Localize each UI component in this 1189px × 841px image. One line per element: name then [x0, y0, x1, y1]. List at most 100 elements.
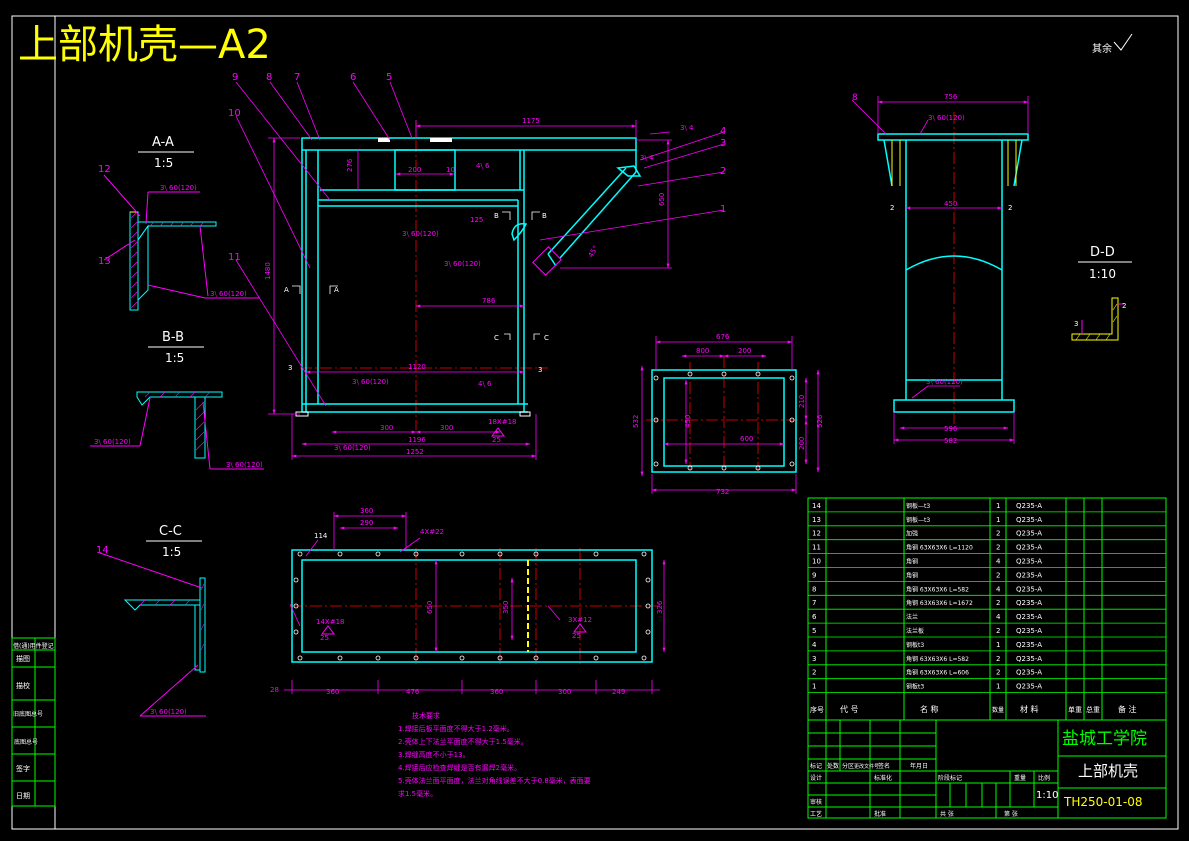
plan-finish-right: 25 — [572, 623, 587, 640]
bom-cell-qty: 4 — [996, 558, 1001, 566]
strip-3: 旧底图总号 — [13, 710, 43, 718]
dim-1480: 1480 — [264, 262, 272, 280]
tb-ratio: 比例 — [1038, 774, 1050, 782]
bom-cell-no: 11 — [812, 544, 821, 552]
tb-scale: 1:10 — [1036, 790, 1058, 801]
bom-cell-material: Q235-A — [1016, 558, 1042, 566]
bom-h-unit: 单重 — [1068, 705, 1082, 714]
mark-a2: A — [334, 286, 339, 294]
dim-1120: 1120 — [408, 363, 426, 371]
side-view: 8 756 450 596 582 2 2 3\ 60(120) 3\ 60(1… — [851, 93, 1029, 445]
flange-dim-732: 732 — [716, 488, 729, 496]
bb-section: 3\ 60(120) 3\ 60(120) — [90, 391, 264, 470]
plan-finish-left: 25 — [320, 625, 335, 642]
aa-weld-top: 3\ 60(120) — [160, 184, 197, 192]
tech-title: 技术要求 — [412, 711, 440, 720]
dd-section: 2 3 — [1071, 297, 1126, 341]
plan-note-left: 14X#18 — [316, 618, 344, 626]
plan-dim-28: 28 — [270, 686, 279, 694]
side-dim-756: 756 — [944, 93, 958, 101]
check-icon — [1113, 33, 1133, 51]
dim-125: 125 — [470, 216, 483, 224]
bom-cell-no: 7 — [812, 599, 816, 607]
bom-cell-qty: 2 — [996, 530, 1000, 538]
tech-item-6: 求1.5毫米。 — [398, 789, 437, 798]
bom-cell-name: 法兰板 — [906, 627, 924, 635]
bom-cell-name: 角钢 — [906, 558, 918, 566]
weld-3: 3\ 60(120) — [352, 378, 389, 386]
tb-design: 设计 — [810, 774, 822, 782]
bom-cell-name: 角钢 — [906, 571, 918, 579]
callout-1: 1 — [720, 204, 726, 215]
bom-cell-name: 钢板—t3 — [906, 516, 930, 524]
side-dim-450: 450 — [944, 200, 957, 208]
mark-c1: C — [494, 334, 499, 342]
bom-cell-no: 4 — [812, 641, 817, 649]
dim-300b: 300 — [440, 424, 453, 432]
bom-cell-qty: 1 — [996, 516, 1000, 524]
strip-4: 底图总号 — [14, 738, 38, 746]
bom-cell-no: 3 — [812, 655, 816, 663]
dd-dim-3: 3 — [1074, 320, 1078, 328]
tb-sign: 签名 — [878, 762, 890, 770]
bom-cell-name: 法兰 — [906, 613, 918, 621]
tb-weight: 重量 — [1014, 774, 1026, 782]
tb-date: 年月日 — [910, 762, 928, 770]
plan-note-top: 4X#22 — [420, 528, 444, 536]
aa-label: A-A — [152, 135, 174, 150]
tech-item-3: 3.焊缝高度不小于13。 — [398, 750, 470, 759]
side-dim-582: 582 — [944, 437, 957, 445]
flange-dim-200: 200 — [738, 347, 751, 355]
tech-item-5: 5.壳体法兰面平面度，法兰对角线误差不大于0.8毫米，表面要 — [398, 776, 591, 785]
plan-dim-650: 650 — [426, 601, 434, 614]
callout-7: 7 — [294, 72, 300, 83]
weld-2: 3\ 60(120) — [444, 260, 481, 268]
cc-scale: 1:5 — [162, 545, 181, 559]
dd-scale: 1:10 — [1089, 267, 1116, 281]
front-dims: 1175 276 200 10 1480 786 1120 300 300 11… — [264, 117, 666, 456]
bom-cell-qty: 4 — [996, 585, 1001, 593]
bb-scale: 1:5 — [165, 351, 184, 365]
flange-dim-532: 532 — [632, 415, 640, 428]
bom-cell-name: 角钢 63X63X6 L=582 — [906, 585, 969, 593]
bom-cell-name: 加强 — [906, 530, 918, 538]
bom-cell-material: Q235-A — [1016, 683, 1042, 691]
bom-cell-no: 10 — [812, 558, 821, 566]
bom-cell-no: 6 — [812, 613, 817, 621]
weld-5: 3\ 4 — [680, 124, 694, 132]
side-dim-596: 596 — [944, 425, 958, 433]
flange-view: 676 800 200 600 532 450 526 210 200 732 — [632, 333, 824, 496]
bom-cell-material: Q235-A — [1016, 530, 1042, 538]
section-label-dd: D-D 1:10 — [1078, 245, 1132, 281]
finish-symbol-text: 其余 — [1092, 42, 1112, 55]
front-hole-note: 18X#18 — [488, 418, 516, 426]
dim-786: 786 — [482, 297, 496, 305]
bom-cell-material: Q235-A — [1016, 585, 1042, 593]
section-label-aa: A-A 1:5 — [138, 135, 194, 170]
bom-cell-qty: 1 — [996, 502, 1000, 510]
mark-b2: B — [542, 212, 547, 220]
bom-cell-material: Q235-A — [1016, 627, 1042, 635]
tb-sheet-of: 第 张 — [1004, 810, 1018, 818]
plan-dim-b360b: 360 — [490, 688, 503, 696]
cc-weld: 3\ 60(120) — [150, 708, 187, 716]
front-finish: 25 — [491, 427, 505, 444]
callout-2: 2 — [720, 166, 726, 177]
finish-symbol: 其余 — [1092, 33, 1133, 55]
bom-cell-name: 角钢 63X63X6 L=1672 — [906, 599, 973, 607]
bom-cell-qty: 2 — [996, 627, 1000, 635]
bom-cell-name: 钢板t3 — [906, 641, 924, 649]
bom-cell-no: 9 — [812, 571, 816, 579]
cc-section: 14 3\ 60(120) — [96, 545, 206, 717]
plan-dim-b360a: 360 — [326, 688, 339, 696]
dim-650: 650 — [658, 193, 666, 206]
bom-h-name: 名 称 — [920, 704, 939, 714]
dim-3b: 3 — [538, 366, 542, 374]
bom-cell-qty: 2 — [996, 669, 1000, 677]
tb-zone: 分区 — [842, 762, 854, 770]
mark-b1: B — [494, 212, 499, 220]
bom-cell-name: 角钢 63X63X6 L=582 — [906, 655, 969, 663]
bom-cell-qty: 1 — [996, 641, 1000, 649]
section-label-cc: C-C 1:5 — [146, 524, 202, 559]
plan-view: 114 360 290 650 326 350 28 360 476 360 3… — [270, 507, 666, 696]
